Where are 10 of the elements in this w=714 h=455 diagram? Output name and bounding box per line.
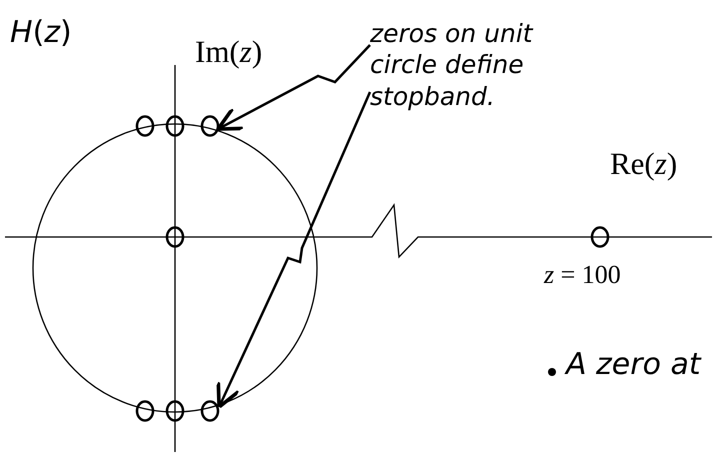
axis-label: Re(z) <box>610 148 678 179</box>
leader-arrow <box>216 92 372 409</box>
zero-location-label: z = 100 <box>544 262 621 288</box>
zero-markers <box>136 115 220 137</box>
zero-markers <box>136 400 220 422</box>
axis-label: Im(z) <box>195 36 262 67</box>
function-label: H(z) <box>10 18 72 48</box>
note-text: A zero at <box>566 350 701 380</box>
leader-arrow <box>216 44 371 131</box>
annotation-text: zeros on unit circle define stopband. <box>370 18 534 112</box>
